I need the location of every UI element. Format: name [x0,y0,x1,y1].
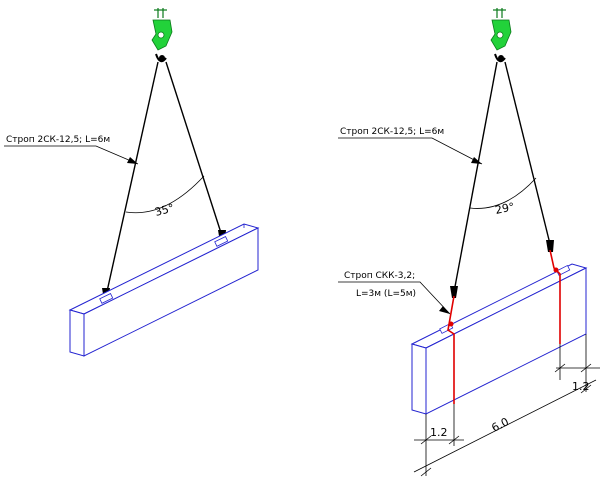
left-angle-arc [125,175,205,214]
dim-right-label: 1.2 [572,380,590,393]
right-aux-leader-arrow-icon [439,306,450,314]
left-angle-label: 35° [153,201,175,219]
left-crane-hook-icon [151,8,173,63]
right-aux-sling-label-2: L=3м (L=5м) [356,289,416,299]
right-aux-sling-leader [338,281,451,315]
right-aux-sling-label-1: Строп СКК-3,2; [344,271,415,281]
left-sling-leader [4,145,139,165]
left-beam-loop-right [214,236,229,247]
left-sling-label: Строп 2СК-12,5; L=6м [6,135,110,145]
right-angle-arc [469,177,537,209]
left-beam [68,223,260,357]
right-crane-hook-icon [490,8,512,63]
right-beam [410,263,588,415]
right-sling-end-left-icon [450,286,458,298]
right-scheme: 29° Строп 2СК-12,5; L=6м Строп СКК-3,2; … [338,8,600,477]
left-beam-loop-left [99,293,114,304]
dim-left-label: 1.2 [430,426,448,439]
left-sling-leg-right [165,61,223,237]
left-leader-arrow-icon [127,157,138,164]
right-sling-leg-left [453,61,498,293]
right-sling-leg-right [504,61,551,245]
right-leader-arrow-icon [471,157,482,164]
right-sling-leader [338,137,483,165]
right-aux-slings [447,249,561,404]
right-angle-label: 29° [494,200,516,217]
left-scheme: 35° Строп 2СК-12,5; L=6м [4,8,260,357]
dim-total-label: 6.0 [489,415,510,435]
left-sling-leg-left [105,61,159,297]
right-sling-label: Строп 2СК-12,5; L=6м [340,127,444,137]
right-sling-end-right-icon [546,240,554,252]
